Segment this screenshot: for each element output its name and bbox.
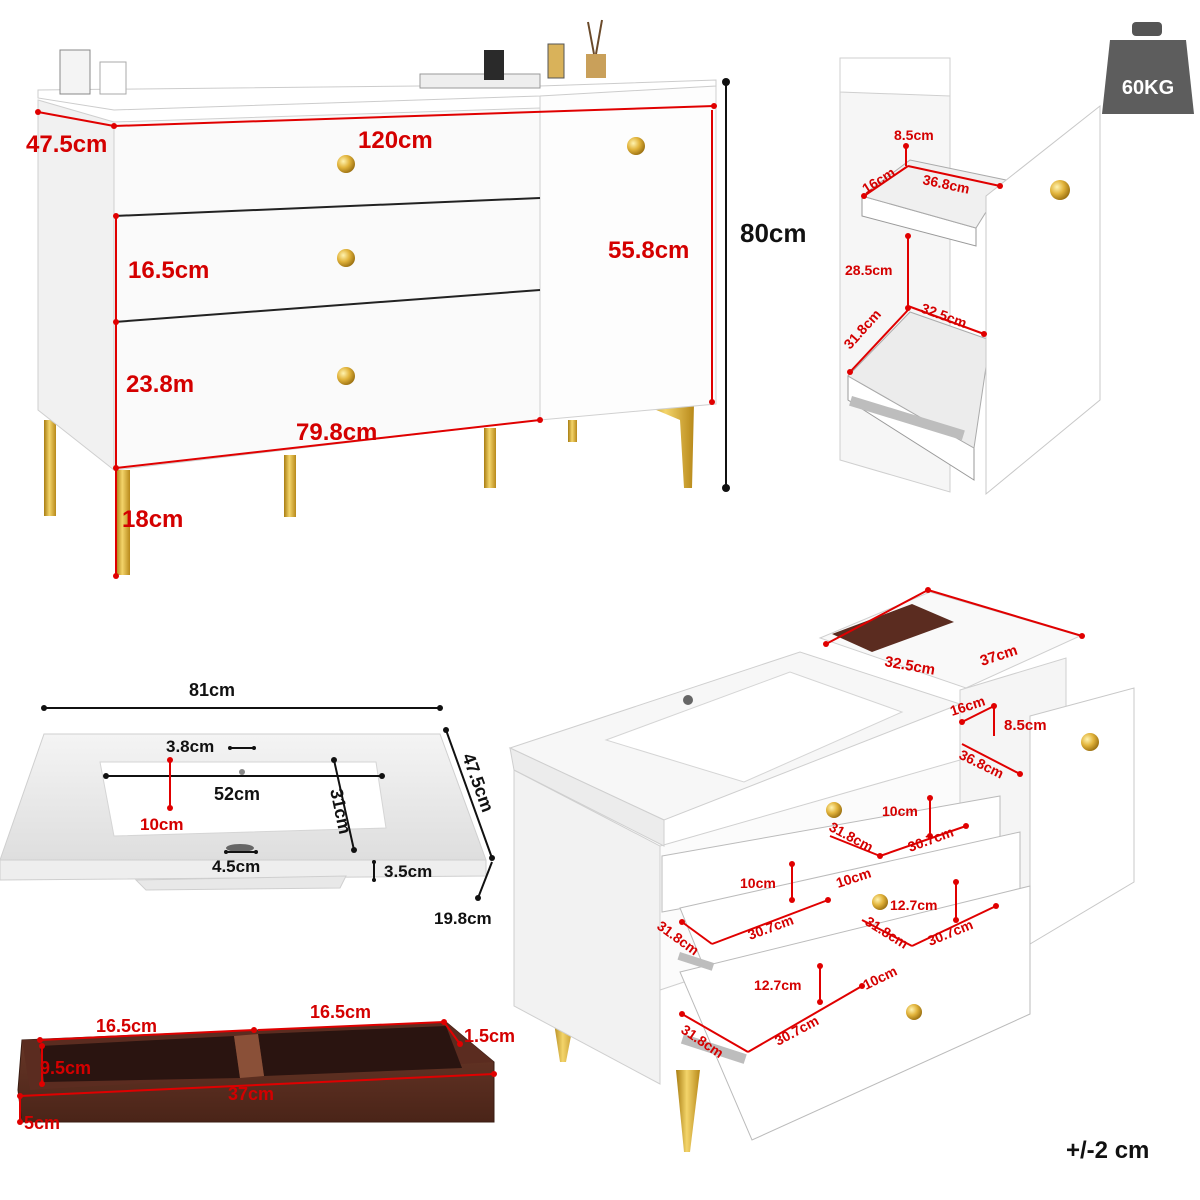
bottle [547,43,565,79]
drawer-knob [337,155,355,173]
sc-inner-h: 28.5cm [845,262,892,278]
drain-label: 4.5cm [212,857,260,876]
side-cabinet-detail: 60KG 8.5cm 16cm 36.8cm 28.5cm 32.5cm 31.… [839,22,1194,496]
drain-icon [226,844,254,852]
leg [284,455,296,517]
ov-d1-div-h: 10cm [882,803,918,819]
drawer-mid-label: 16.5cm [128,257,209,284]
door-knob [1050,180,1070,200]
drawer-knob [906,1004,922,1020]
drawer-low-label: 23.8m [126,371,194,398]
tray-height: 5cm [24,1113,60,1133]
tray-wall: 1.5cm [464,1026,515,1046]
tray-length: 37cm [228,1084,274,1104]
ov-d3-h: 12.7cm [754,977,801,993]
leg [116,470,130,575]
total-h-label: 19.8cm [434,909,492,928]
weight-label: 60KG [1122,77,1174,99]
leg [484,428,496,488]
drawers-width-label: 79.8cm [296,419,377,446]
tray-comp-left: 16.5cm [96,1016,157,1036]
leg [568,420,577,442]
drawer-knob [826,802,842,818]
drawer-knob [337,249,355,267]
open-vanity-illustration: 32.5cm 37cm 16cm 8.5cm 36.8cm 10cm 31.8c… [508,587,1135,1152]
leg [44,420,56,516]
drawer-knob [872,894,888,910]
tray-decor [419,73,541,89]
side-door [1029,687,1135,945]
edge-label: 10cm [140,815,183,834]
tray-illustration: 16.5cm 16.5cm 1.5cm 9.5cm 37cm 5cm [17,1002,515,1133]
tray-inner-h: 9.5cm [40,1058,91,1078]
height-label: 80cm [740,218,807,248]
bowl-width: 52cm [214,784,260,804]
tap-hole [239,769,245,775]
ov-d2-h2: 12.7cm [890,897,937,913]
sc-top-h: 8.5cm [894,127,934,143]
decor-jar [99,61,127,95]
tray-comp-right: 16.5cm [310,1002,371,1022]
width-label: 120cm [358,127,433,154]
weight-icon: 60KG [1102,22,1194,114]
toothbrush-cup [484,50,504,80]
depth-label: 47.5cm [26,131,107,158]
basin-illustration: 81cm 47.5cm 3.8cm 52cm 31cm 10cm 4.5cm 3… [0,680,498,928]
ov-d2-h: 10cm [740,875,776,891]
ov-top-h: 8.5cm [1004,717,1047,734]
rim-label: 3.5cm [384,862,432,881]
leg [642,404,694,488]
tolerance-note: +/-2 cm [1066,1137,1149,1164]
door-knob [627,137,645,155]
basin-width: 81cm [189,680,235,700]
drawer-knob [337,367,355,385]
main-vanity-illustration: 47.5cm 120cm 80cm 55.8cm 16.5cm 23.8m 79… [26,19,807,579]
diffuser [586,54,606,78]
cabinet-front [113,107,541,471]
decor-jar [59,49,91,95]
tap-hole-label: 3.8cm [166,737,214,756]
cabinet-height-label: 55.8cm [608,237,689,264]
tap-hole [683,695,693,705]
door-knob [1081,733,1099,751]
leg-label: 18cm [122,506,183,533]
side-door [985,104,1101,496]
